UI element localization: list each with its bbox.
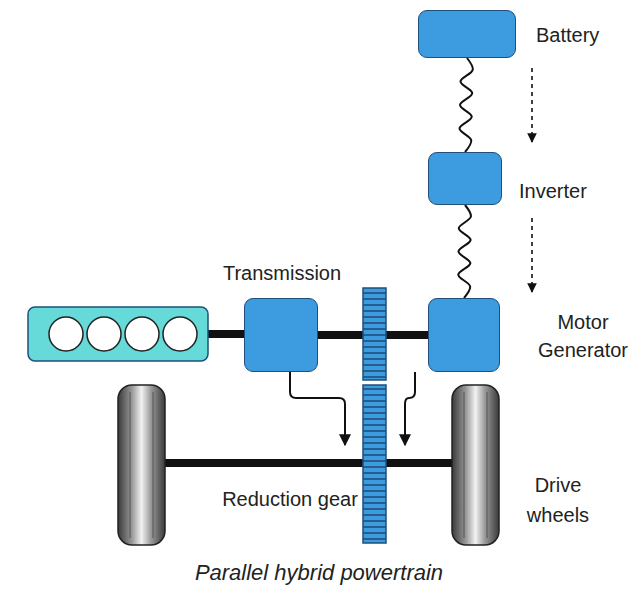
power-flow-arrow	[405, 372, 415, 445]
inverter-box: Inverter	[428, 152, 502, 205]
drive-wheel	[452, 385, 499, 545]
transmission-box: Transmission	[244, 298, 318, 372]
power-flow-arrow	[290, 372, 345, 445]
drive-wheel	[118, 385, 165, 545]
part-label: Drive wheels	[506, 470, 610, 530]
cable	[459, 58, 472, 152]
engine	[28, 307, 208, 361]
part-label: Reduction gear	[222, 482, 358, 516]
energy-flow-arrow	[531, 218, 533, 292]
energy-flow-arrow	[531, 68, 533, 142]
caption: Parallel hybrid powertrain	[0, 560, 638, 586]
engine-shaft	[208, 330, 246, 338]
node-label: Battery	[536, 21, 599, 49]
reduction-gear	[363, 288, 386, 543]
node-label: Motor Generator	[528, 308, 638, 364]
node-label: Transmission	[197, 259, 367, 287]
cable	[458, 205, 471, 298]
drive-axle	[160, 459, 456, 467]
node-label: Inverter	[519, 177, 587, 205]
battery-box: Battery	[418, 10, 516, 58]
motor-generator-box: Motor Generator	[428, 298, 500, 372]
